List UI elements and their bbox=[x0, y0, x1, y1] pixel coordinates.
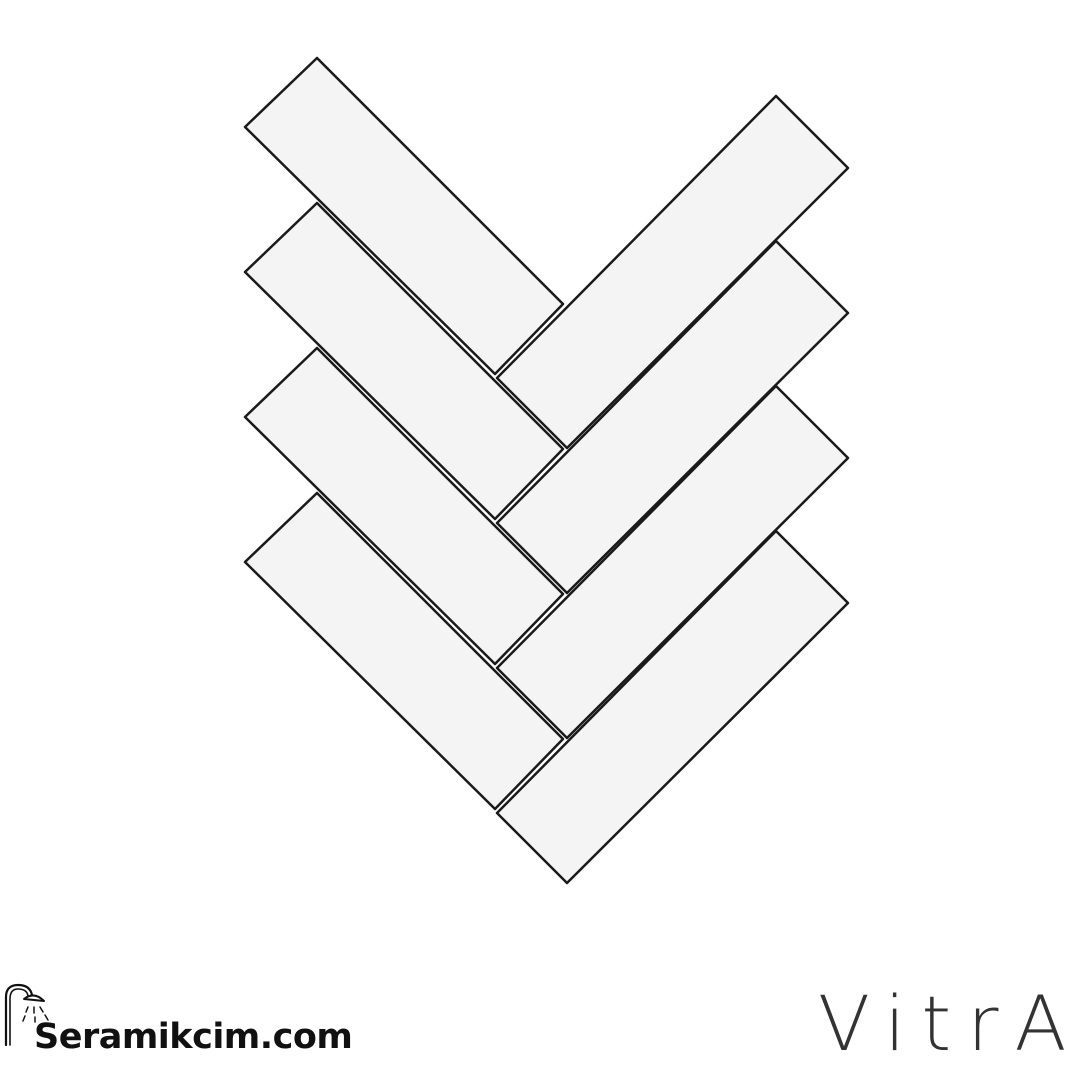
tile-left-4 bbox=[243, 491, 565, 811]
tile-right-1 bbox=[495, 94, 850, 450]
tile-right-3 bbox=[495, 384, 850, 740]
tile-left-2 bbox=[243, 201, 565, 521]
seramikcim-logo: Seramikcim.com bbox=[0, 975, 380, 1065]
tile-right-2 bbox=[495, 239, 850, 595]
tile-left-3 bbox=[243, 346, 565, 666]
vitra-logo: VitrA bbox=[818, 979, 1080, 1068]
tile-left-1 bbox=[243, 56, 565, 376]
tile-right-4 bbox=[495, 529, 850, 885]
shower-head-icon bbox=[4, 983, 49, 1047]
seramikcim-logo-text: Seramikcim.com bbox=[34, 1017, 353, 1057]
